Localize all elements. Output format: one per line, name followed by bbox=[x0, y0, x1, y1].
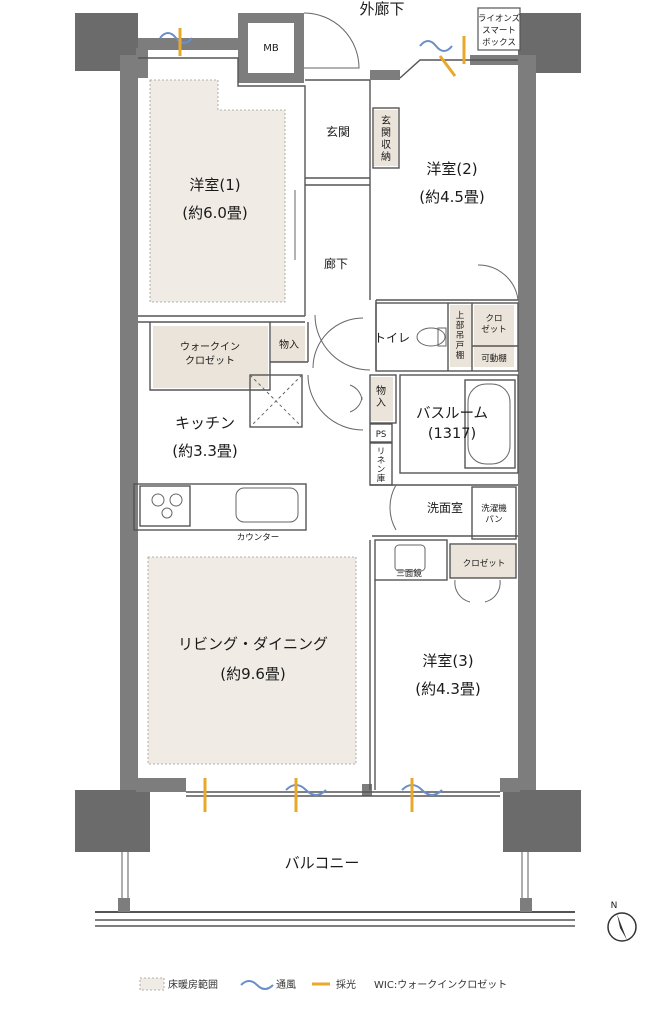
smart-box-line3: ボックス bbox=[482, 38, 516, 48]
walkin-closet-line1: ウォークイン bbox=[180, 341, 240, 353]
mb-label: MB bbox=[263, 43, 279, 54]
walkin-closet-line2: クロゼット bbox=[185, 355, 235, 367]
balcony-rail bbox=[95, 852, 575, 927]
legend-heated-label: 床暖房範囲 bbox=[168, 978, 218, 991]
legend-light-label: 採光 bbox=[336, 978, 356, 991]
upper-cabinet-char: 部 bbox=[456, 320, 465, 331]
genkan-storage-char: 収 bbox=[381, 139, 391, 151]
fixtures bbox=[151, 327, 511, 572]
upper-cabinet-char: 吊 bbox=[456, 331, 465, 341]
north-compass-icon: N bbox=[607, 901, 637, 942]
balcony-label: バルコニー bbox=[285, 854, 360, 872]
corridor-outside-label: 外廊下 bbox=[359, 0, 404, 18]
closet2-line1: クロ bbox=[485, 314, 502, 324]
room3-name: 洋室(3) bbox=[422, 652, 473, 670]
living-name: リビング・ダイニング bbox=[178, 635, 328, 653]
upper-cabinet-char: 上 bbox=[456, 311, 465, 321]
living-size: (約9.6畳) bbox=[220, 665, 286, 683]
hallway-label: 廊下 bbox=[324, 256, 348, 271]
linen-char: リ bbox=[377, 447, 386, 457]
genkan-storage-char: 関 bbox=[381, 127, 391, 139]
smart-box: ライオンズ スマート ボックス bbox=[477, 7, 521, 51]
room1-name: 洋室(1) bbox=[189, 176, 240, 194]
bath-size: (1317) bbox=[428, 426, 476, 442]
smart-box-line2: スマート bbox=[482, 26, 516, 36]
outer-walls bbox=[75, 13, 581, 852]
washer-line2: パン bbox=[485, 515, 502, 525]
kitchen-name: キッチン bbox=[175, 414, 235, 432]
closet3-area bbox=[450, 545, 516, 578]
upper-cabinet-char: 棚 bbox=[456, 350, 465, 361]
washer-line1: 洗濯機 bbox=[481, 503, 507, 514]
interior-walls bbox=[133, 57, 519, 797]
walkin-closet-area bbox=[153, 326, 268, 388]
legend-heated-swatch bbox=[139, 977, 165, 991]
storage2-char: 入 bbox=[376, 398, 386, 409]
legend: 床暖房範囲 通風 採光 WIC:ウォークインクロゼット bbox=[139, 977, 507, 991]
room3-size: (約4.3畳) bbox=[415, 680, 481, 698]
washroom-label: 洗面室 bbox=[427, 500, 463, 515]
genkan-label: 玄関 bbox=[326, 124, 350, 139]
storage2-char: 物 bbox=[376, 384, 386, 397]
closet2-line2: ゼット bbox=[481, 324, 507, 335]
storage1-area bbox=[271, 326, 305, 362]
legend-wind-icon bbox=[240, 980, 274, 990]
ps-label: PS bbox=[376, 430, 387, 440]
bath-name: バスルーム bbox=[416, 406, 488, 422]
room2-size: (約4.5畳) bbox=[419, 188, 485, 206]
smart-box-line1: ライオンズ bbox=[478, 13, 521, 24]
genkan-storage-label: 玄 関 収 納 bbox=[381, 114, 391, 163]
linen-char: ネ bbox=[377, 456, 386, 466]
genkan-storage-char: 玄 bbox=[381, 114, 391, 127]
upper-cabinet-label: 上 部 吊 戸 棚 bbox=[456, 311, 465, 361]
wind-light-markers bbox=[159, 28, 466, 812]
heated-area-room1 bbox=[149, 79, 286, 303]
storage1-label: 物入 bbox=[279, 338, 299, 351]
room1-size: (約6.0畳) bbox=[182, 204, 248, 222]
north-label: N bbox=[611, 901, 618, 911]
linen-label: リ ネ ン 庫 bbox=[377, 447, 386, 484]
kitchen-size: (約3.3畳) bbox=[172, 442, 238, 460]
toilet-label: トイレ bbox=[374, 331, 410, 345]
movable-shelf-label: 可動棚 bbox=[481, 353, 507, 364]
storage2-area bbox=[371, 377, 393, 421]
room2-name: 洋室(2) bbox=[426, 160, 477, 178]
linen-char: ン bbox=[377, 465, 386, 475]
genkan-storage-area bbox=[374, 110, 398, 166]
closet3-label: クロゼット bbox=[463, 558, 506, 569]
closet2-area bbox=[474, 305, 514, 367]
upper-cabinet-char: 戸 bbox=[456, 341, 465, 351]
mirror-label: 三面鏡 bbox=[396, 568, 422, 579]
counter-label: カウンター bbox=[237, 533, 280, 543]
legend-wind-label: 通風 bbox=[276, 979, 296, 991]
door-swings bbox=[303, 12, 519, 603]
storage2-label: 物 入 bbox=[376, 384, 386, 409]
heated-area-living bbox=[147, 556, 357, 765]
legend-wic-label: WIC:ウォークインクロゼット bbox=[374, 979, 507, 991]
linen-char: 庫 bbox=[377, 473, 386, 484]
genkan-storage-char: 納 bbox=[381, 150, 391, 163]
upper-cabinet-area bbox=[450, 305, 472, 367]
